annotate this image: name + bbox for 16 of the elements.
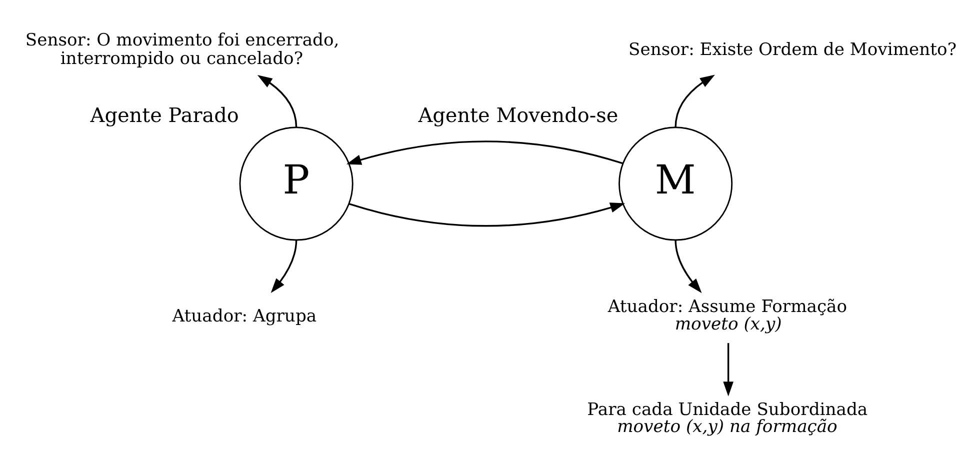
arrow (723, 342, 734, 396)
node-circle: P (239, 126, 354, 240)
arrow (346, 140, 623, 164)
arrow (674, 239, 702, 293)
arrow (257, 74, 298, 127)
node-text: Atuador: Agrupa (172, 306, 317, 326)
node-text: Para cada Unidade Subordinada moveto (x,y) na formação (587, 399, 868, 436)
node-label: Agente Parado (90, 102, 239, 126)
arrow (348, 202, 626, 226)
node-label: Agente Movendo-se (418, 102, 618, 126)
node-text: Atuador: Assume Formação moveto (x,y) (608, 296, 848, 334)
node-text: Sensor: O movimento foi encerrado, interrompido ou cancelado? (25, 30, 340, 69)
arrow (674, 74, 715, 127)
node-circle: M (618, 126, 733, 240)
arrow (270, 239, 298, 293)
node-text: Sensor: Existe Ordem de Movimento? (628, 39, 957, 60)
